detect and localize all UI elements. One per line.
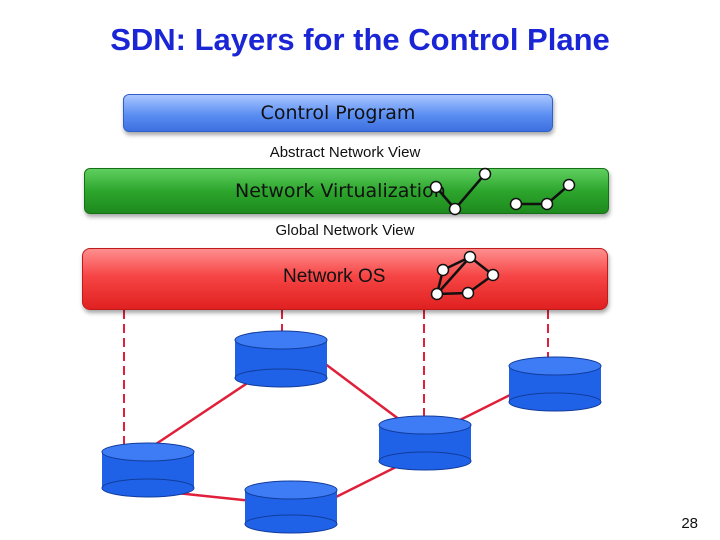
physical-link: [319, 359, 401, 421]
switch-icon: [378, 415, 472, 471]
switch-icon: [234, 330, 328, 388]
abstract-network-view-label: Abstract Network View: [269, 144, 421, 161]
network-os-layer: Network OS: [82, 248, 608, 310]
network-os-label: Network OS: [283, 266, 386, 287]
page-number: 28: [681, 515, 698, 532]
global-network-view-label: Global Network View: [275, 222, 415, 239]
abstract-view-graph-icon: [429, 167, 576, 216]
global-view-graph-icon: [430, 250, 500, 301]
switch-icon: [508, 356, 602, 412]
switch-icon: [244, 480, 338, 534]
network-virtualization-label: Network Virtualization: [235, 180, 446, 202]
slide-title: SDN: Layers for the Control Plane: [110, 22, 610, 57]
control-program-label: Control Program: [260, 102, 416, 124]
switch-icon: [101, 442, 195, 498]
control-program-layer: Control Program: [123, 94, 553, 132]
network-virtualization-layer: Network Virtualization: [84, 168, 609, 214]
